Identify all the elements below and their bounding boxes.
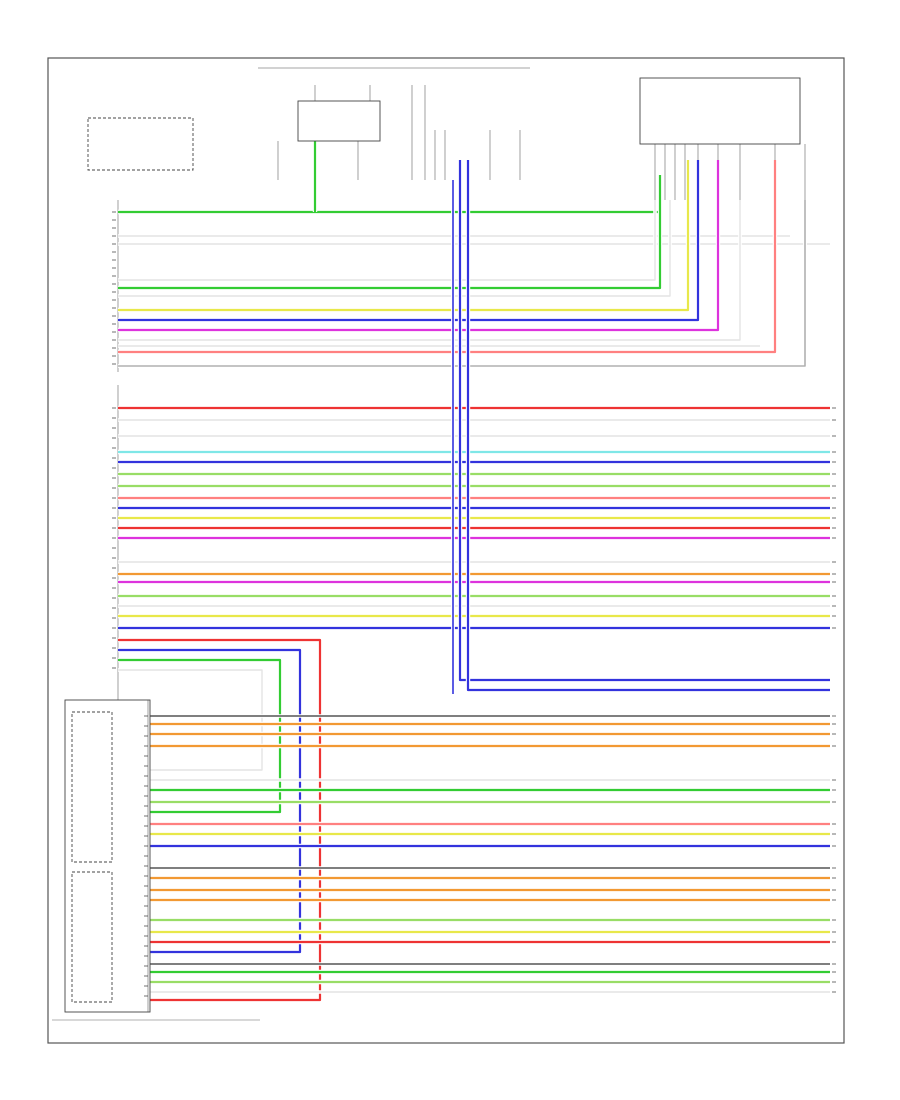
- relay-box: [297, 100, 381, 142]
- wire-ecm-white-loop-halo: [118, 668, 264, 772]
- wire-upper-pink: [118, 160, 777, 354]
- wire-upper-pink-halo: [118, 160, 778, 355]
- wire-upper-green: [118, 175, 662, 214]
- ecm-inner-upper: [71, 711, 113, 863]
- components: [64, 77, 801, 1013]
- wire-upper-green-b: [118, 200, 662, 290]
- wire-long-blue-a: [458, 160, 830, 682]
- wire-upper-white-c: [118, 200, 656, 281]
- wire-upper-white-e: [118, 200, 741, 341]
- wire-upper-green-halo: [118, 175, 663, 215]
- wire-ecm-red-loop: [118, 638, 322, 1002]
- wire-long-blue-b: [466, 160, 830, 692]
- wire-ecm-white-loop: [118, 669, 263, 771]
- wire-upper-magenta: [118, 160, 720, 332]
- ecm-inner-lower: [71, 871, 113, 1003]
- diagram-frame: [47, 57, 845, 1044]
- wire-upper-white-d: [118, 200, 671, 297]
- upper-left-component: [87, 117, 194, 171]
- wire-lines: [52, 67, 806, 1021]
- upper-right-module: [639, 77, 801, 145]
- ecm-box: [64, 699, 151, 1013]
- wire-upper-yellow: [118, 160, 690, 312]
- wire-upper-gray: [118, 200, 806, 367]
- connector-ticks: [112, 211, 836, 997]
- wire-upper-blue: [118, 160, 700, 322]
- wire-runs: [118, 141, 830, 1003]
